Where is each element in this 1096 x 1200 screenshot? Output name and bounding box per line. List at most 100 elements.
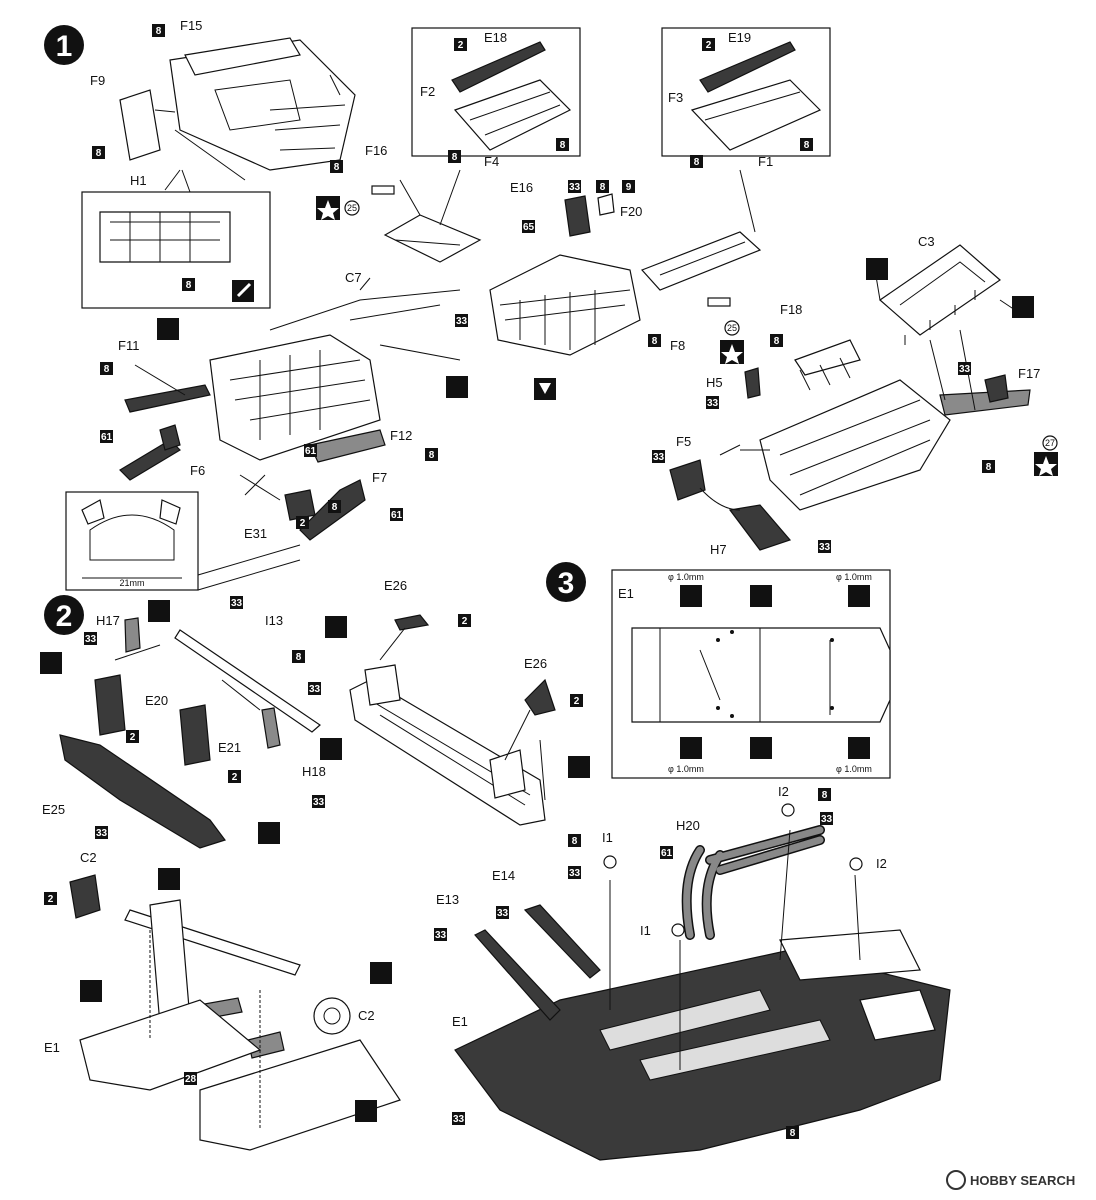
label-F4: F4 [484,154,499,169]
label-F9: F9 [90,73,105,88]
front-hub-assembly [69,874,401,1151]
svg-text:8: 8 [104,364,110,375]
label-E21: E21 [218,740,241,755]
label-F18: F18 [780,302,802,317]
label-C2-right: C2 [358,1008,375,1023]
svg-text:8: 8 [560,140,566,151]
svg-text:2: 2 [706,40,712,51]
cam-cover-left [383,169,482,263]
svg-text:33: 33 [85,634,97,645]
engine-block [489,193,641,356]
svg-text:2: 2 [48,894,54,905]
svg-text:8: 8 [429,450,435,461]
svg-text:8: 8 [774,336,780,347]
no-glue-icon [355,1100,377,1122]
glue-icon [446,376,468,398]
label-E26-top: E26 [384,578,407,593]
svg-text:2: 2 [300,518,306,529]
paint-code-8: 8 8 8 [92,24,343,173]
engine-left-assembly [119,277,461,541]
svg-text:8: 8 [822,790,828,801]
detail-box-h1: 8 [81,169,271,309]
label-E1-chassis: E1 [452,1014,468,1029]
svg-text:33: 33 [707,398,719,409]
label-C2-top: C2 [80,850,97,865]
detail-box-21mm: 21mm [65,491,301,591]
drill-detail-box: φ 1.0mm φ 1.0mm φ 1.0mm φ 1.0mm [611,569,891,779]
label-H7: H7 [710,542,727,557]
svg-text:8: 8 [186,280,192,291]
svg-text:33: 33 [435,930,447,941]
paint-codes-left-engine: 8 61 33 8 61 8 2 61 [100,314,468,529]
svg-text:61: 61 [661,848,673,859]
step-1-marker: 1 [44,25,84,65]
svg-text:61: 61 [305,446,317,457]
svg-text:φ 1.0mm: φ 1.0mm [668,764,704,774]
svg-text:2: 2 [130,732,136,743]
label-I13: I13 [265,613,283,628]
svg-text:8: 8 [652,336,658,347]
paint-codes-hub: 2 28 [44,868,392,1122]
label-F6: F6 [190,463,205,478]
no-glue-icon [40,652,62,674]
svg-text:2: 2 [462,616,468,627]
svg-text:65: 65 [523,222,535,233]
label-F20: F20 [620,204,642,219]
svg-text:33: 33 [569,182,581,193]
svg-text:33: 33 [497,908,509,919]
svg-text:61: 61 [391,510,403,521]
svg-text:8: 8 [96,148,102,159]
decal-star-25: 25 [316,185,395,220]
svg-text:8: 8 [804,140,810,151]
label-I2-top: I2 [778,784,789,799]
label-C3: C3 [918,234,935,249]
label-F16: F16 [365,143,387,158]
label-H20: H20 [676,818,700,833]
svg-text:HOBBY SEARCH: HOBBY SEARCH [970,1173,1075,1188]
glue-icon [1012,296,1034,318]
label-E19: E19 [728,30,751,45]
no-glue-icon [320,738,342,760]
glue-icon [157,318,179,340]
label-F1: F1 [758,154,773,169]
glue-icon [158,868,180,890]
svg-text:25: 25 [347,203,357,213]
label-E1-left: E1 [44,1040,60,1055]
label-H18: H18 [302,764,326,779]
glue-icon [370,962,392,984]
watermark: HOBBY SEARCH [946,1170,1075,1190]
svg-text:φ 1.0mm: φ 1.0mm [836,764,872,774]
svg-text:8: 8 [156,26,162,37]
subframe-assembly [349,614,556,826]
label-I1-mid: I1 [640,923,651,938]
no-glue-icon [80,980,102,1002]
detail-box-e19: 2 8 8 [661,27,831,168]
svg-text:2: 2 [574,696,580,707]
svg-text:8: 8 [334,162,340,173]
step-3-marker: 3 [546,562,586,602]
label-C7: C7 [345,270,362,285]
svg-text:33: 33 [569,868,581,879]
svg-text:21mm: 21mm [119,578,144,588]
svg-text:33: 33 [309,684,321,695]
chassis-assembly [454,803,951,1161]
svg-text:8: 8 [452,152,458,163]
label-H5: H5 [706,375,723,390]
label-I1-top: I1 [602,830,613,845]
svg-text:33: 33 [653,452,665,463]
label-F12: F12 [390,428,412,443]
cam-cover-right [640,169,762,291]
label-I2-right: I2 [876,856,887,871]
svg-text:9: 9 [626,182,632,193]
svg-text:8: 8 [296,652,302,663]
svg-text:33: 33 [231,598,243,609]
label-E14: E14 [492,868,515,883]
detail-box-e18: 2 8 8 [411,27,581,163]
label-F8: F8 [670,338,685,353]
engine-right-assembly [669,244,1031,551]
label-H17: H17 [96,613,120,628]
step-2-marker: 2 [44,595,84,635]
paint-codes-step2: 33 33 8 33 2 2 33 33 [40,596,342,844]
svg-text:33: 33 [453,1114,465,1125]
